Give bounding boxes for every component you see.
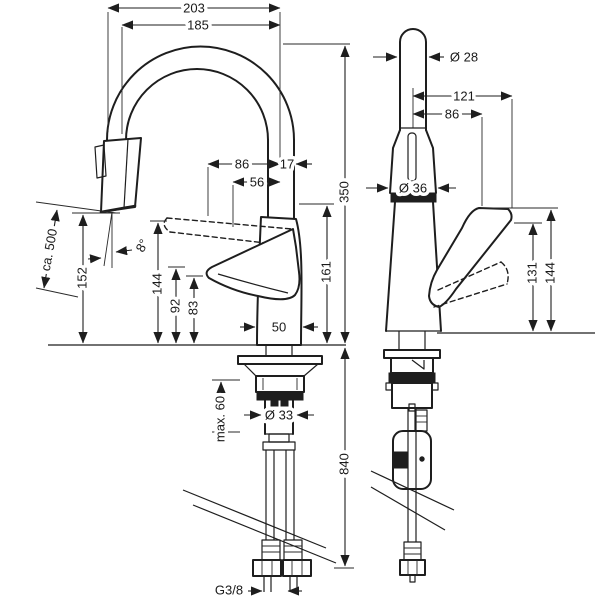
outlet-band	[390, 192, 437, 203]
side-view: 203 185 86 17 56 350 161 152	[34, 0, 355, 600]
hose-end-fittings	[261, 539, 303, 561]
dim-8deg-label: 8°	[133, 236, 152, 254]
spray-head	[94, 137, 142, 214]
dim-840-label: 840	[336, 453, 351, 475]
dim-dia28-label: Ø 28	[450, 49, 478, 64]
hex-connectors	[252, 559, 312, 577]
dim-50-label: 50	[272, 319, 286, 334]
dim-203-label: 203	[183, 0, 205, 15]
gasket-band	[256, 391, 304, 401]
dim-131-label: 131	[524, 262, 539, 284]
dim-144-front-label: 144	[542, 262, 557, 284]
dimensions-side: 203 185 86 17 56 350 161 152	[34, 0, 355, 600]
spray-head-slot	[407, 132, 417, 182]
front-view: Ø 28 121 86 Ø 36 131 144	[366, 28, 595, 583]
hex-connector-front	[399, 559, 426, 576]
dim-dia33-label: Ø 33	[265, 407, 293, 422]
dim-dia36-label: Ø 36	[399, 180, 427, 195]
handle-lowered-dashed-front	[433, 261, 509, 308]
dim-17-label: 17	[280, 156, 294, 171]
hose-connector-stack	[262, 433, 296, 451]
supply-hoses	[252, 450, 312, 592]
hose-weight	[392, 430, 432, 490]
gasket-band-front	[388, 372, 436, 384]
dim-92-label: 92	[167, 299, 182, 313]
spray-angle-lines	[103, 211, 113, 268]
dim-86-side-label: 86	[235, 156, 249, 171]
dim-56-label: 56	[250, 174, 264, 189]
faucet-body-front	[385, 201, 442, 350]
dim-max60-label: max. 60	[212, 396, 227, 442]
handle-lever-front	[428, 207, 513, 308]
dim-152-label: 152	[74, 267, 89, 289]
hose-front	[407, 408, 428, 432]
dim-185-label: 185	[187, 17, 209, 32]
hose-lower-front	[399, 489, 426, 583]
dim-86-front-label: 86	[445, 106, 459, 121]
mounting-flange	[237, 355, 323, 407]
dimensions-front: Ø 28 121 86 Ø 36 131 144	[366, 46, 561, 332]
dim-350-label: 350	[336, 181, 351, 203]
dim-g38-label: G3/8	[215, 582, 243, 597]
dim-83-label: 83	[185, 301, 200, 315]
dim-144-side-label: 144	[149, 273, 164, 295]
break-lines-side	[182, 489, 337, 564]
handle-lever	[205, 228, 301, 301]
dim-ca500-label: ca. 500	[38, 228, 60, 273]
dim-121-label: 121	[453, 88, 475, 103]
spout-tube-front	[399, 28, 427, 131]
mounting-flange-front	[383, 349, 441, 412]
dim-161-label: 161	[318, 261, 333, 283]
hose-fitting-front	[414, 409, 428, 432]
spray-toggle-button	[94, 144, 107, 179]
hose-end-fitting-front	[403, 541, 422, 561]
spray-head-front	[389, 129, 437, 203]
